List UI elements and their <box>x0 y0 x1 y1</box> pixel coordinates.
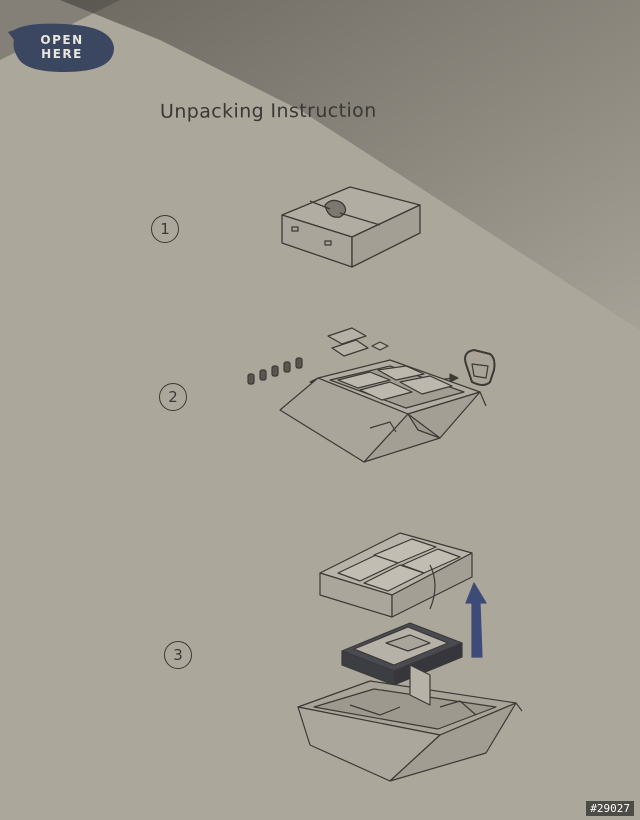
open-here-badge <box>8 23 114 73</box>
open-here-label: OPEN HERE <box>8 33 116 61</box>
step-3-lift-monitor-illustration <box>297 532 523 782</box>
step-number-1: 1 <box>151 215 179 243</box>
step-2-open-box-accessories-illustration <box>247 327 496 463</box>
step-number-2: 2 <box>159 383 187 411</box>
step-number-3: 3 <box>164 641 192 669</box>
page-title: Unpacking Instruction <box>159 99 377 123</box>
open-here-line2: HERE <box>41 47 83 61</box>
image-watermark: #29027 <box>586 801 634 816</box>
open-here-line1: OPEN <box>40 33 84 47</box>
step-1-closed-box-illustration <box>281 186 421 268</box>
